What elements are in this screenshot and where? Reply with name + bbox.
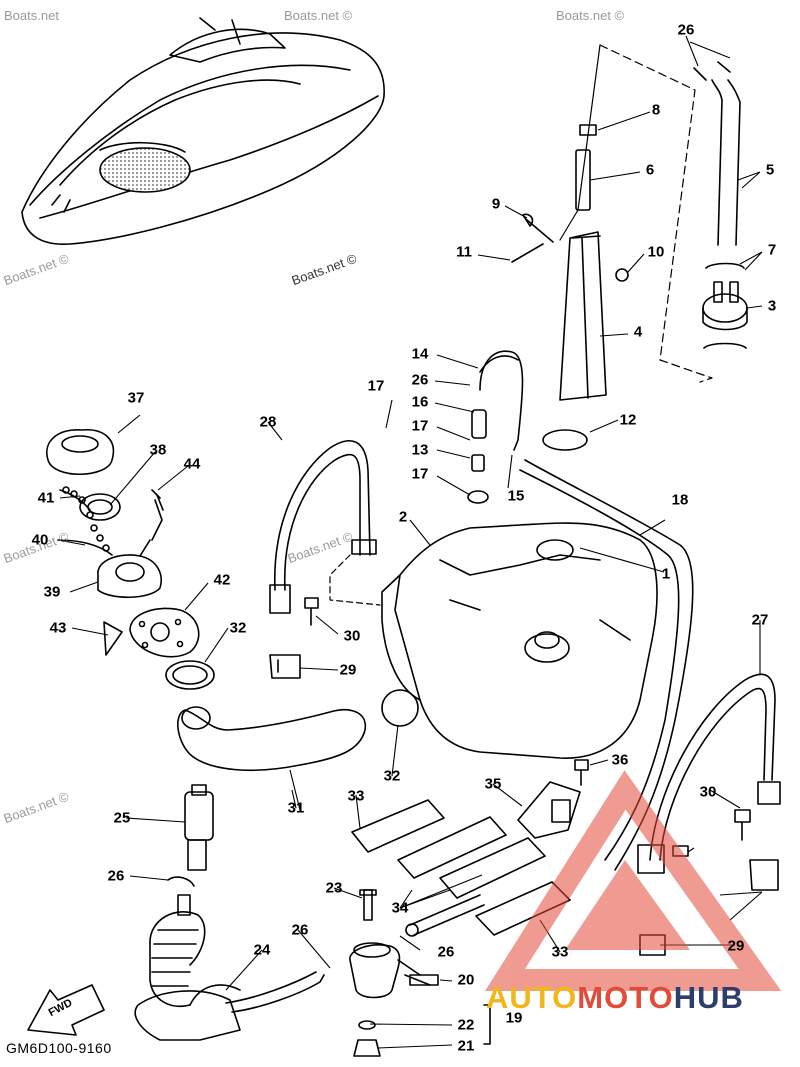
callout-40: 40	[31, 531, 49, 549]
callout-43: 43	[49, 619, 67, 637]
callout-36: 36	[611, 751, 629, 769]
watercraft-illustration	[21, 17, 385, 245]
watermark: Boats.net ©	[556, 8, 625, 23]
callout-28: 28	[259, 413, 277, 431]
callout-15: 15	[507, 487, 525, 505]
callout-12: 12	[619, 411, 637, 429]
callout-42: 42	[213, 571, 231, 589]
brand-part-3: HUB	[673, 980, 744, 1015]
callout-26: 26	[107, 867, 125, 885]
callout-24: 24	[253, 941, 271, 959]
watermark: Boats.net	[4, 8, 59, 23]
strap-27	[649, 673, 776, 861]
callout-29: 29	[727, 937, 745, 955]
callout-8: 8	[651, 101, 661, 119]
callout-44: 44	[183, 455, 201, 473]
callout-16: 16	[411, 393, 429, 411]
pipe-6	[575, 149, 591, 211]
callout-2: 2	[398, 508, 408, 526]
callout-1: 1	[661, 565, 671, 583]
brand-logo	[485, 770, 782, 991]
callout-25: 25	[113, 809, 131, 827]
callout-31: 31	[287, 799, 305, 817]
callout-13: 13	[411, 441, 429, 459]
callout-20: 20	[457, 971, 475, 989]
callout-32: 32	[383, 767, 401, 785]
watermark: Boats.net ©	[284, 8, 353, 23]
diagram-code: GM6D100-9160	[6, 1040, 112, 1056]
callout-5: 5	[765, 161, 775, 179]
bracket-29-left	[269, 654, 301, 679]
callout-14: 14	[411, 345, 429, 363]
callout-21: 21	[457, 1037, 475, 1055]
callout-27: 27	[751, 611, 769, 629]
brand-part-1: AUTO	[486, 980, 578, 1015]
callout-7: 7	[767, 241, 777, 259]
hose-24	[231, 974, 325, 1013]
callout-3: 3	[767, 297, 777, 315]
damper-25	[184, 784, 214, 871]
callout-17: 17	[411, 465, 429, 483]
callout-29: 29	[339, 661, 357, 679]
bellows-assembly	[134, 894, 241, 1041]
filler-cap-assembly	[46, 429, 200, 658]
bracket-leader	[599, 44, 713, 383]
callout-19: 19	[505, 1009, 523, 1027]
callout-26: 26	[437, 943, 455, 961]
strap-28	[274, 440, 371, 591]
plate-33-bottom	[475, 881, 571, 936]
callout-4: 4	[633, 323, 643, 341]
pipe-lower	[409, 894, 485, 936]
callout-18: 18	[671, 491, 689, 509]
callout-17: 17	[411, 417, 429, 435]
callout-6: 6	[645, 161, 655, 179]
callout-37: 37	[127, 389, 145, 407]
plate-34-a	[397, 816, 507, 879]
callout-17: 17	[367, 377, 385, 395]
vent-tube-4	[559, 231, 607, 401]
fwd-arrow	[27, 984, 105, 1036]
callout-38: 38	[149, 441, 167, 459]
callout-22: 22	[457, 1016, 475, 1034]
callout-11: 11	[456, 243, 472, 261]
strap-18	[524, 459, 694, 871]
callout-33: 33	[347, 787, 365, 805]
callout-26: 26	[291, 921, 309, 939]
callout-26: 26	[677, 21, 695, 39]
bracket-35	[517, 781, 581, 839]
callout-23: 23	[325, 879, 343, 897]
callout-34: 34	[391, 899, 409, 917]
brand-wordmark: AUTOMOTOHUB	[486, 980, 744, 1016]
callout-32: 32	[229, 619, 247, 637]
plate-33-top	[351, 799, 445, 853]
callout-41: 41	[37, 489, 55, 507]
clamp-12	[542, 429, 588, 451]
callout-35: 35	[484, 775, 502, 793]
callout-10: 10	[647, 243, 665, 261]
fitting-3	[702, 293, 748, 323]
clamp-8	[579, 124, 597, 136]
callout-30: 30	[699, 783, 717, 801]
callout-33: 33	[551, 943, 569, 961]
hose-31	[177, 708, 366, 772]
brand-part-2: MOTO	[577, 980, 674, 1015]
clamp-32-top	[165, 660, 215, 690]
callout-9: 9	[491, 195, 501, 213]
hoses-5	[711, 79, 741, 246]
callout-39: 39	[43, 583, 61, 601]
fuel-tank-2	[381, 522, 658, 759]
fuel-filter-19	[349, 889, 439, 1057]
clamp-32-bottom	[381, 689, 419, 727]
callout-30: 30	[343, 627, 361, 645]
callout-26: 26	[411, 371, 429, 389]
plate-34-b	[439, 837, 546, 899]
